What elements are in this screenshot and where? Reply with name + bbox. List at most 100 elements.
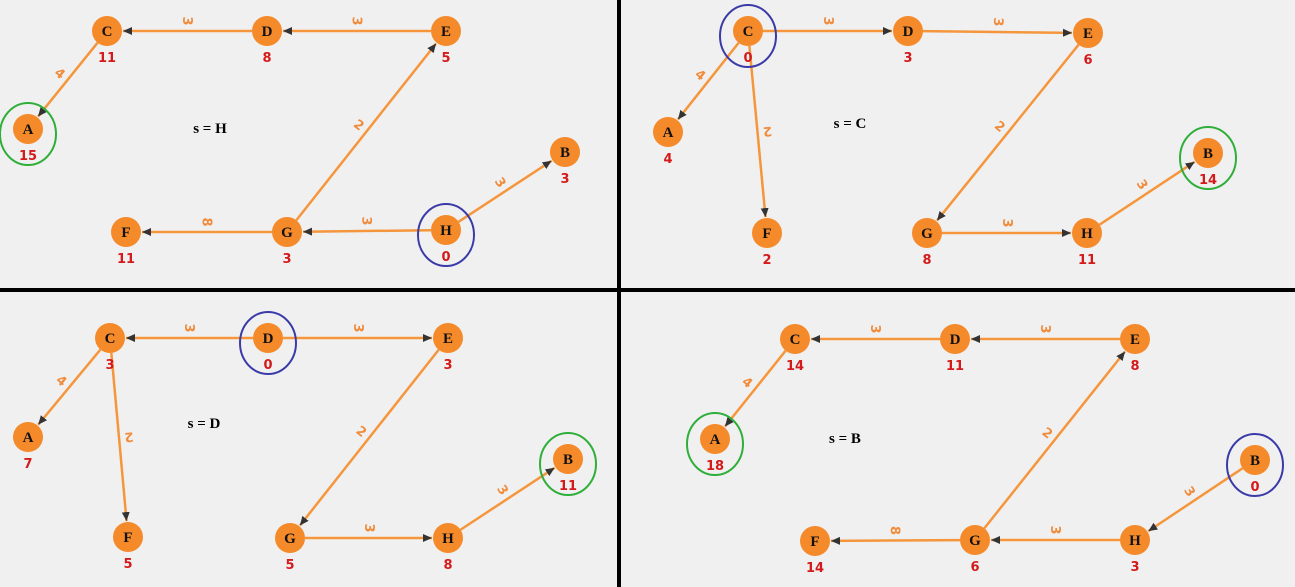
- node-label: H: [1129, 533, 1141, 549]
- edge-G-E: [983, 350, 1127, 530]
- node-label: H: [440, 223, 452, 239]
- node-distance: 0: [743, 51, 752, 66]
- edge-D-E: [922, 28, 1073, 37]
- edge-C-A: [37, 348, 102, 426]
- target-highlight-ring: [0, 102, 57, 166]
- node-label: G: [281, 225, 293, 241]
- node-E: E8: [1120, 324, 1150, 374]
- node-circle: [912, 218, 942, 248]
- node-A: A7: [13, 422, 43, 472]
- node-circle: [940, 324, 970, 354]
- node-F: F11: [111, 217, 141, 267]
- node-circle: [272, 217, 302, 247]
- node-distance: 14: [786, 359, 804, 374]
- node-C: C 11: [92, 16, 122, 66]
- node-distance: 6: [970, 560, 979, 575]
- node-B: B0: [1240, 445, 1270, 495]
- node-label: F: [123, 530, 132, 546]
- node-label: D: [950, 332, 961, 348]
- node-B: B3: [550, 137, 580, 187]
- target-highlight-ring: [539, 432, 597, 496]
- node-circle: [275, 523, 305, 553]
- edge-E-G: [298, 348, 440, 527]
- node-distance: 3: [1130, 560, 1139, 575]
- node-circle: [1073, 18, 1103, 48]
- source-highlight-ring: [239, 311, 297, 375]
- node-F: F5: [113, 522, 143, 572]
- edge-weight: 3: [867, 324, 882, 333]
- edge-weight: 2: [762, 123, 772, 139]
- node-circle: [733, 16, 763, 46]
- node-circle: [752, 218, 782, 248]
- edge-weight: 4: [51, 65, 67, 82]
- node-circle: [433, 323, 463, 353]
- node-distance: 18: [706, 459, 724, 474]
- edge-H-G: [302, 227, 432, 236]
- node-label: E: [1130, 332, 1140, 348]
- target-highlight-ring: [686, 412, 744, 476]
- node-A: A15: [13, 114, 43, 164]
- node-circle: [893, 16, 923, 46]
- edge-weight: 2: [353, 424, 369, 441]
- node-label: F: [121, 225, 130, 241]
- node-H: H8: [433, 523, 463, 573]
- node-label: D: [263, 331, 274, 347]
- node-distance: 11: [946, 359, 964, 374]
- node-circle: [13, 114, 43, 144]
- node-label: C: [743, 24, 754, 40]
- node-circle: [92, 16, 122, 46]
- node-circle: [1240, 445, 1270, 475]
- node-circle: [13, 422, 43, 452]
- edge-C-A: [676, 41, 740, 121]
- node-label: B: [560, 145, 570, 161]
- edge-weight: 3: [1133, 177, 1151, 193]
- node-label: C: [105, 331, 116, 347]
- node-circle: [800, 526, 830, 556]
- node-label: C: [790, 332, 801, 348]
- edge-weight: 3: [990, 17, 1005, 26]
- node-circle: [1120, 525, 1150, 555]
- node-label: F: [762, 226, 771, 242]
- node-distance: 0: [263, 358, 272, 373]
- node-circle: [700, 424, 730, 454]
- node-D: D8: [252, 16, 282, 66]
- edge-weight: 8: [887, 526, 902, 535]
- node-H: H3: [1120, 525, 1150, 575]
- edge-weight: 8: [199, 217, 214, 226]
- node-distance: 11: [98, 51, 116, 66]
- edge-weight: 3: [350, 323, 365, 332]
- edge-C-F: [110, 352, 130, 522]
- node-distance: 5: [441, 51, 450, 66]
- node-distance: 11: [1078, 253, 1096, 268]
- node-circle: [653, 117, 683, 147]
- edge-H-B: [457, 159, 553, 223]
- node-G: G8: [912, 218, 942, 268]
- node-label: B: [1203, 146, 1213, 162]
- target-highlight-ring: [1179, 126, 1237, 190]
- node-label: H: [442, 531, 454, 547]
- node-distance: 3: [443, 358, 452, 373]
- node-label: C: [102, 24, 113, 40]
- node-C: C 14: [780, 324, 810, 374]
- node-label: B: [563, 452, 573, 468]
- edge-weight: 3: [179, 16, 194, 25]
- node-circle: [1120, 324, 1150, 354]
- source-highlight-ring: [1226, 433, 1284, 497]
- edge-weight: 3: [820, 16, 835, 25]
- node-label: B: [1250, 453, 1260, 469]
- edge-E-G: [936, 43, 1080, 222]
- node-D: D0: [253, 323, 283, 373]
- node-circle: [553, 444, 583, 474]
- edge-B-H: [1147, 467, 1244, 533]
- node-E: E6: [1073, 18, 1103, 68]
- node-H: H11: [1072, 218, 1102, 268]
- edge-C-A: [37, 41, 99, 118]
- edge-weight: 3: [361, 523, 376, 532]
- node-F: F14: [800, 526, 830, 576]
- edge-weight: 4: [692, 67, 708, 84]
- edge-weight: 3: [181, 323, 196, 332]
